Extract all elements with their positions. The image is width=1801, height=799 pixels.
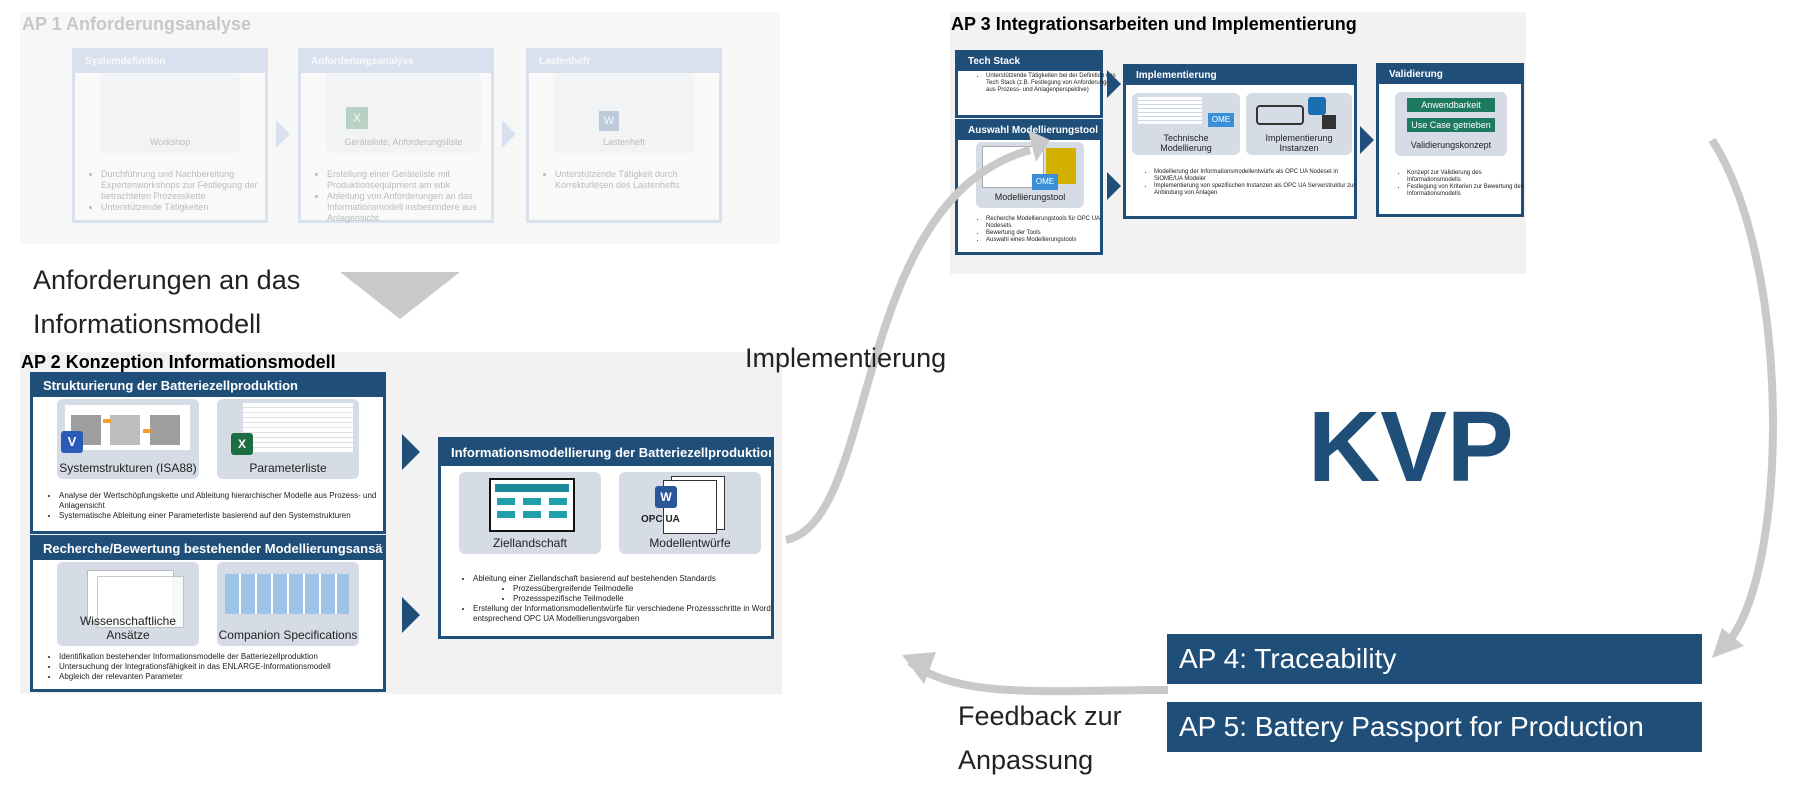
isa88-thumbnail: V Systemstrukturen (ISA88) bbox=[57, 399, 199, 479]
word-icon: W bbox=[655, 486, 677, 508]
workshop-thumbnail: Workshop bbox=[100, 73, 240, 153]
siome-logo: OME bbox=[1208, 113, 1234, 127]
box-header: Lastenheft bbox=[529, 51, 719, 73]
model-drafts-thumbnail: W OPC UA Modellentwürfe bbox=[619, 472, 761, 554]
landscape-diagram bbox=[489, 478, 575, 532]
chevron-right-icon bbox=[1107, 172, 1121, 200]
technical-modeling-thumbnail: OME Technische Modellierung bbox=[1132, 93, 1240, 155]
chevron-right-icon bbox=[402, 597, 420, 633]
validation-bullets: Konzept zur Validierung des Informations… bbox=[1385, 170, 1535, 198]
box-header: Informationsmodellierung der Batteriezel… bbox=[441, 440, 771, 466]
machine-icon bbox=[1256, 105, 1304, 125]
word-icon: W bbox=[599, 111, 619, 131]
excel-list-thumbnail: X Geräteliste, Anforderungsliste bbox=[326, 73, 481, 153]
box-header: Implementierung bbox=[1126, 67, 1354, 85]
applicability-badge: Anwendbarkeit bbox=[1407, 98, 1495, 112]
feedback-arrow bbox=[907, 658, 1169, 696]
scientific-approaches-thumbnail: Wissenschaftliche Ansätze bbox=[57, 562, 199, 646]
feedback-label: Feedback zur Anpassung bbox=[958, 701, 1122, 775]
implementation-bullets: Modellierung der Informationsmodellentwü… bbox=[1132, 169, 1364, 197]
process-model-diagram bbox=[65, 405, 190, 450]
ap1-box-systemdefinition: Systemdefinition Workshop Durchführung u… bbox=[72, 48, 268, 223]
research-box: Recherche/Bewertung bestehender Modellie… bbox=[30, 535, 386, 692]
validation-box: Validierung Anwendbarkeit Use Case getri… bbox=[1376, 63, 1524, 217]
ap5-bar: AP 5: Battery Passport for Production bbox=[1167, 702, 1702, 752]
chevron-right-icon bbox=[402, 434, 420, 470]
implementation-arrowhead bbox=[1028, 130, 1050, 162]
parameter-list-thumbnail: X Parameterliste bbox=[217, 399, 359, 479]
kvp-arrow bbox=[1708, 137, 1777, 643]
companion-specs-table bbox=[225, 574, 349, 614]
structuring-box: Strukturierung der Batteriezellproduktio… bbox=[30, 372, 386, 534]
requirements-label: Anforderungen an das Informationsmodell bbox=[33, 265, 301, 339]
server-icon bbox=[1322, 115, 1336, 129]
opc-ua-logo: OPC UA bbox=[641, 514, 680, 525]
ap1-box-anforderungsanalyse: Anforderungsanalyse X Geräteliste, Anfor… bbox=[298, 48, 494, 223]
box-header: Tech Stack bbox=[958, 53, 1100, 71]
ap1-box-lastenheft: Lastenheft W Lastenheft Unterstützende T… bbox=[526, 48, 722, 223]
ap1-box-bullets: Erstellung einer Geräteliste mit Produkt… bbox=[305, 169, 507, 224]
box-header: Anforderungsanalyse bbox=[301, 51, 491, 73]
ap3-title: AP 3 Integrationsarbeiten und Implementi… bbox=[951, 14, 1357, 34]
ap2-title: AP 2 Konzeption Informationsmodell bbox=[21, 352, 336, 372]
validation-concept-thumbnail: Anwendbarkeit Use Case getrieben Validie… bbox=[1395, 92, 1507, 156]
ap4-bar: AP 4: Traceability bbox=[1167, 634, 1702, 684]
tech-stack-box: Tech Stack Unterstützende Tätigkeiten be… bbox=[955, 50, 1116, 118]
kvp-label: KVP bbox=[1308, 391, 1514, 503]
modeling-tool-box: Auswahl Modellierungstool OME Modellieru… bbox=[955, 119, 1103, 255]
modeling-box: Informationsmodellierung der Batteriezel… bbox=[438, 437, 774, 639]
tool-bullets: Recherche Modellierungstools für OPC UA … bbox=[964, 216, 1116, 244]
use-case-badge: Use Case getrieben bbox=[1407, 118, 1495, 132]
network-icon bbox=[1308, 97, 1326, 115]
chevron-right-icon bbox=[1107, 70, 1121, 98]
implementation-box: Implementierung OME Technische Modellier… bbox=[1123, 64, 1357, 219]
structuring-bullets: Analyse der Wertschöpfungskette und Able… bbox=[37, 491, 379, 521]
implementation-arrow bbox=[784, 146, 1032, 544]
chevron-right-icon bbox=[502, 120, 516, 148]
box-header: Validierung bbox=[1379, 66, 1521, 84]
feedback-arrowhead bbox=[902, 652, 936, 684]
chevron-right-icon bbox=[1360, 126, 1374, 154]
research-bullets: Identifikation bestehender Informationsm… bbox=[37, 652, 389, 682]
companion-specs-thumbnail: Companion Specifications bbox=[217, 562, 359, 646]
word-document-thumbnail: W Lastenheft bbox=[554, 73, 694, 153]
modeler-screenshot bbox=[1138, 97, 1202, 125]
ap1-box-bullets: Durchführung und Nachbereitung Expertenw… bbox=[79, 169, 281, 213]
box-header: Systemdefinition bbox=[75, 51, 265, 73]
spreadsheet-image bbox=[243, 403, 353, 453]
modeling-bullets: Ableitung einer Ziellandschaft basierend… bbox=[451, 574, 783, 624]
box-header: Recherche/Bewertung bestehender Modellie… bbox=[33, 538, 383, 560]
kvp-arrowhead bbox=[1712, 628, 1744, 658]
siome-logo: OME bbox=[1032, 174, 1058, 190]
target-landscape-thumbnail: Ziellandschaft bbox=[459, 472, 601, 554]
visio-icon: V bbox=[61, 431, 83, 453]
excel-icon: X bbox=[346, 107, 368, 129]
implementation-instances-thumbnail: Implementierung Instanzen bbox=[1246, 93, 1352, 155]
excel-icon: X bbox=[231, 433, 253, 455]
ap1-title: AP 1 Anforderungsanalyse bbox=[22, 14, 252, 34]
tech-stack-bullets: Unterstützende Tätigkeiten bei der Defin… bbox=[964, 73, 1116, 94]
ap1-box-bullets: Unterstützende Tätigkeit durch Korrektur… bbox=[533, 169, 735, 191]
box-header: Strukturierung der Batteriezellproduktio… bbox=[33, 375, 383, 397]
chevron-right-icon bbox=[276, 120, 290, 148]
ap1-panel bbox=[20, 12, 780, 244]
implementation-label: Implementierung bbox=[745, 343, 947, 373]
arrow-down-icon bbox=[340, 272, 460, 319]
